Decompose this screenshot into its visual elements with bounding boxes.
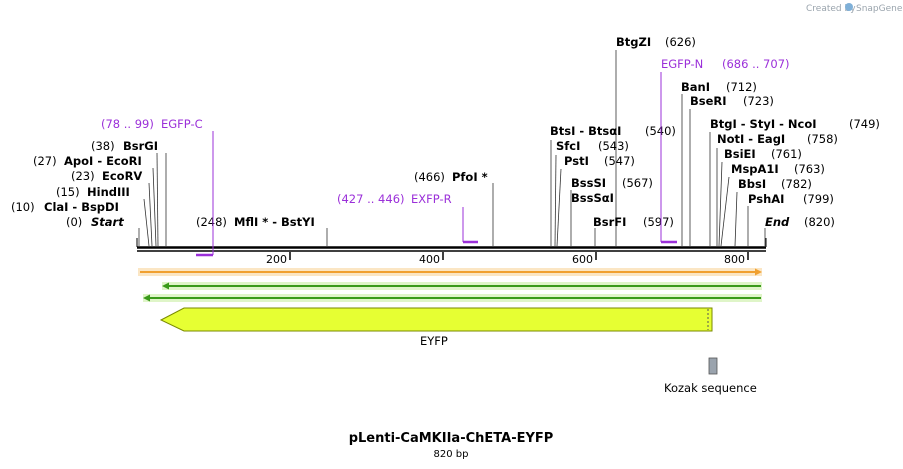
ruler-tick-label: 800 (724, 253, 745, 266)
site-line-clai (143, 198, 150, 247)
site-pos: (23) (71, 169, 95, 183)
ruler-tick-label: 200 (266, 253, 287, 266)
site-name-hindiii: HindIII (87, 185, 130, 199)
site-pos: (782) (781, 177, 812, 191)
site-name-pshai: PshAI (748, 192, 784, 206)
map-length: 820 bp (434, 449, 469, 460)
map-title-block: pLenti-CaMKIIa-ChETA-EYFP 820 bp (349, 431, 554, 460)
site-name-end: End (765, 215, 790, 229)
site-pos: (799) (803, 192, 834, 206)
brand-name: SnapGene (856, 4, 903, 14)
orange-strand-arrow-icon (755, 268, 762, 276)
site-name-mspa1i: MspA1I (731, 162, 779, 176)
site-pos: (626) (665, 35, 696, 49)
green-strand-2-arrow-icon (143, 294, 150, 302)
site-pos: (597) (643, 215, 674, 229)
site-name-clai: ClaI - BspDI (44, 200, 119, 214)
site-pos: (749) (849, 117, 880, 131)
primer-name-exfp-r: EXFP-R (411, 192, 452, 206)
site-name-btgi: BtgI - StyI - NcoI (710, 117, 817, 131)
site-labels-right: BtsI - BtsαI (540) SfcI (543) PstI (547)… (550, 35, 880, 229)
site-name-psti: PstI (564, 154, 589, 168)
site-line-hindiii (148, 182, 153, 247)
snapgene-logo-icon (845, 3, 853, 11)
site-name-bseri: BseRI (690, 94, 727, 108)
site-name-bani: BanI (681, 80, 710, 94)
strands (138, 268, 762, 302)
primers: (78 .. 99) EGFP-C (427 .. 446) EXFP-R EG… (101, 57, 790, 257)
site-line-ecorv (152, 167, 157, 247)
site-pos: (723) (743, 94, 774, 108)
primer-range: (78 .. 99) (101, 117, 154, 131)
brand-created-by: Created by (806, 4, 856, 14)
site-name-bsrfi: BsrFI (593, 215, 626, 229)
site-name-btsi: BtsI - BtsαI (550, 124, 621, 138)
site-name-mfli: MflI * - BstYI (234, 215, 315, 229)
site-line-bsiei (718, 161, 723, 247)
eyfp-feature-arrow-icon (159, 307, 713, 332)
primer-name-egfp-n: EGFP-N (661, 57, 703, 71)
site-name-bsrgi: BsrGI (123, 139, 158, 153)
site-pos: (540) (645, 124, 676, 138)
site-line-sfci (554, 154, 557, 247)
site-pos: (38) (91, 139, 115, 153)
site-pos: (466) (414, 170, 445, 184)
site-name-ecorv: EcoRV (102, 169, 142, 183)
site-pos: (543) (598, 139, 629, 153)
cut-site-lines (138, 50, 766, 247)
site-name-ecori: ApoI - EcoRI (64, 154, 142, 168)
site-pos: (761) (771, 147, 802, 161)
site-pos: (10) (11, 200, 35, 214)
site-line-ecori (156, 152, 159, 247)
backbone (136, 238, 767, 252)
site-pos: (248) (196, 215, 227, 229)
site-name-noti: NotI - EagI (717, 132, 785, 146)
site-line-mspa1i (720, 176, 730, 247)
site-pos: (820) (804, 215, 835, 229)
site-name-bbsi: BbsI (738, 177, 766, 191)
site-name-bsssi: BssSI (571, 176, 606, 190)
site-name-btgzi: BtgZI (616, 35, 651, 49)
site-pos: (712) (726, 80, 757, 94)
site-name-pfoi: PfoI * (452, 170, 488, 184)
map-title: pLenti-CaMKIIa-ChETA-EYFP (349, 431, 554, 446)
primer-range: (427 .. 446) (337, 192, 405, 206)
site-pos: (27) (33, 154, 57, 168)
site-pos: (0) (66, 215, 82, 229)
site-pos: (15) (56, 185, 80, 199)
site-pos: (763) (794, 162, 825, 176)
primer-range: (686 .. 707) (722, 57, 790, 71)
site-line-psti (556, 168, 562, 247)
primer-name-egfp-c: EGFP-C (161, 117, 203, 131)
ruler-tick-label: 400 (419, 253, 440, 266)
ruler-tick-label: 600 (572, 253, 593, 266)
site-name-sfci: SfcI (556, 139, 580, 153)
site-line-bbsi (734, 191, 738, 247)
site-name-bsiei: BsiEI (724, 147, 756, 161)
feature-label-kozak: Kozak sequence (664, 381, 757, 395)
ruler: 200 400 600 800 (266, 252, 749, 266)
snapgene-brand: Created by SnapGene (806, 3, 903, 14)
site-pos: (758) (807, 132, 838, 146)
site-pos: (547) (604, 154, 635, 168)
site-name-bsssai: BssSαI (571, 191, 614, 205)
site-labels-left: (0) Start (10) ClaI - BspDI (15) HindIII… (11, 139, 488, 229)
site-pos: (567) (622, 176, 653, 190)
site-name-start: Start (91, 215, 124, 229)
green-strand-1-arrow-icon (162, 282, 169, 290)
features: EYFP Kozak sequence (159, 307, 757, 395)
kozak-feature-box (708, 357, 718, 375)
feature-label-eyfp: EYFP (420, 334, 448, 348)
